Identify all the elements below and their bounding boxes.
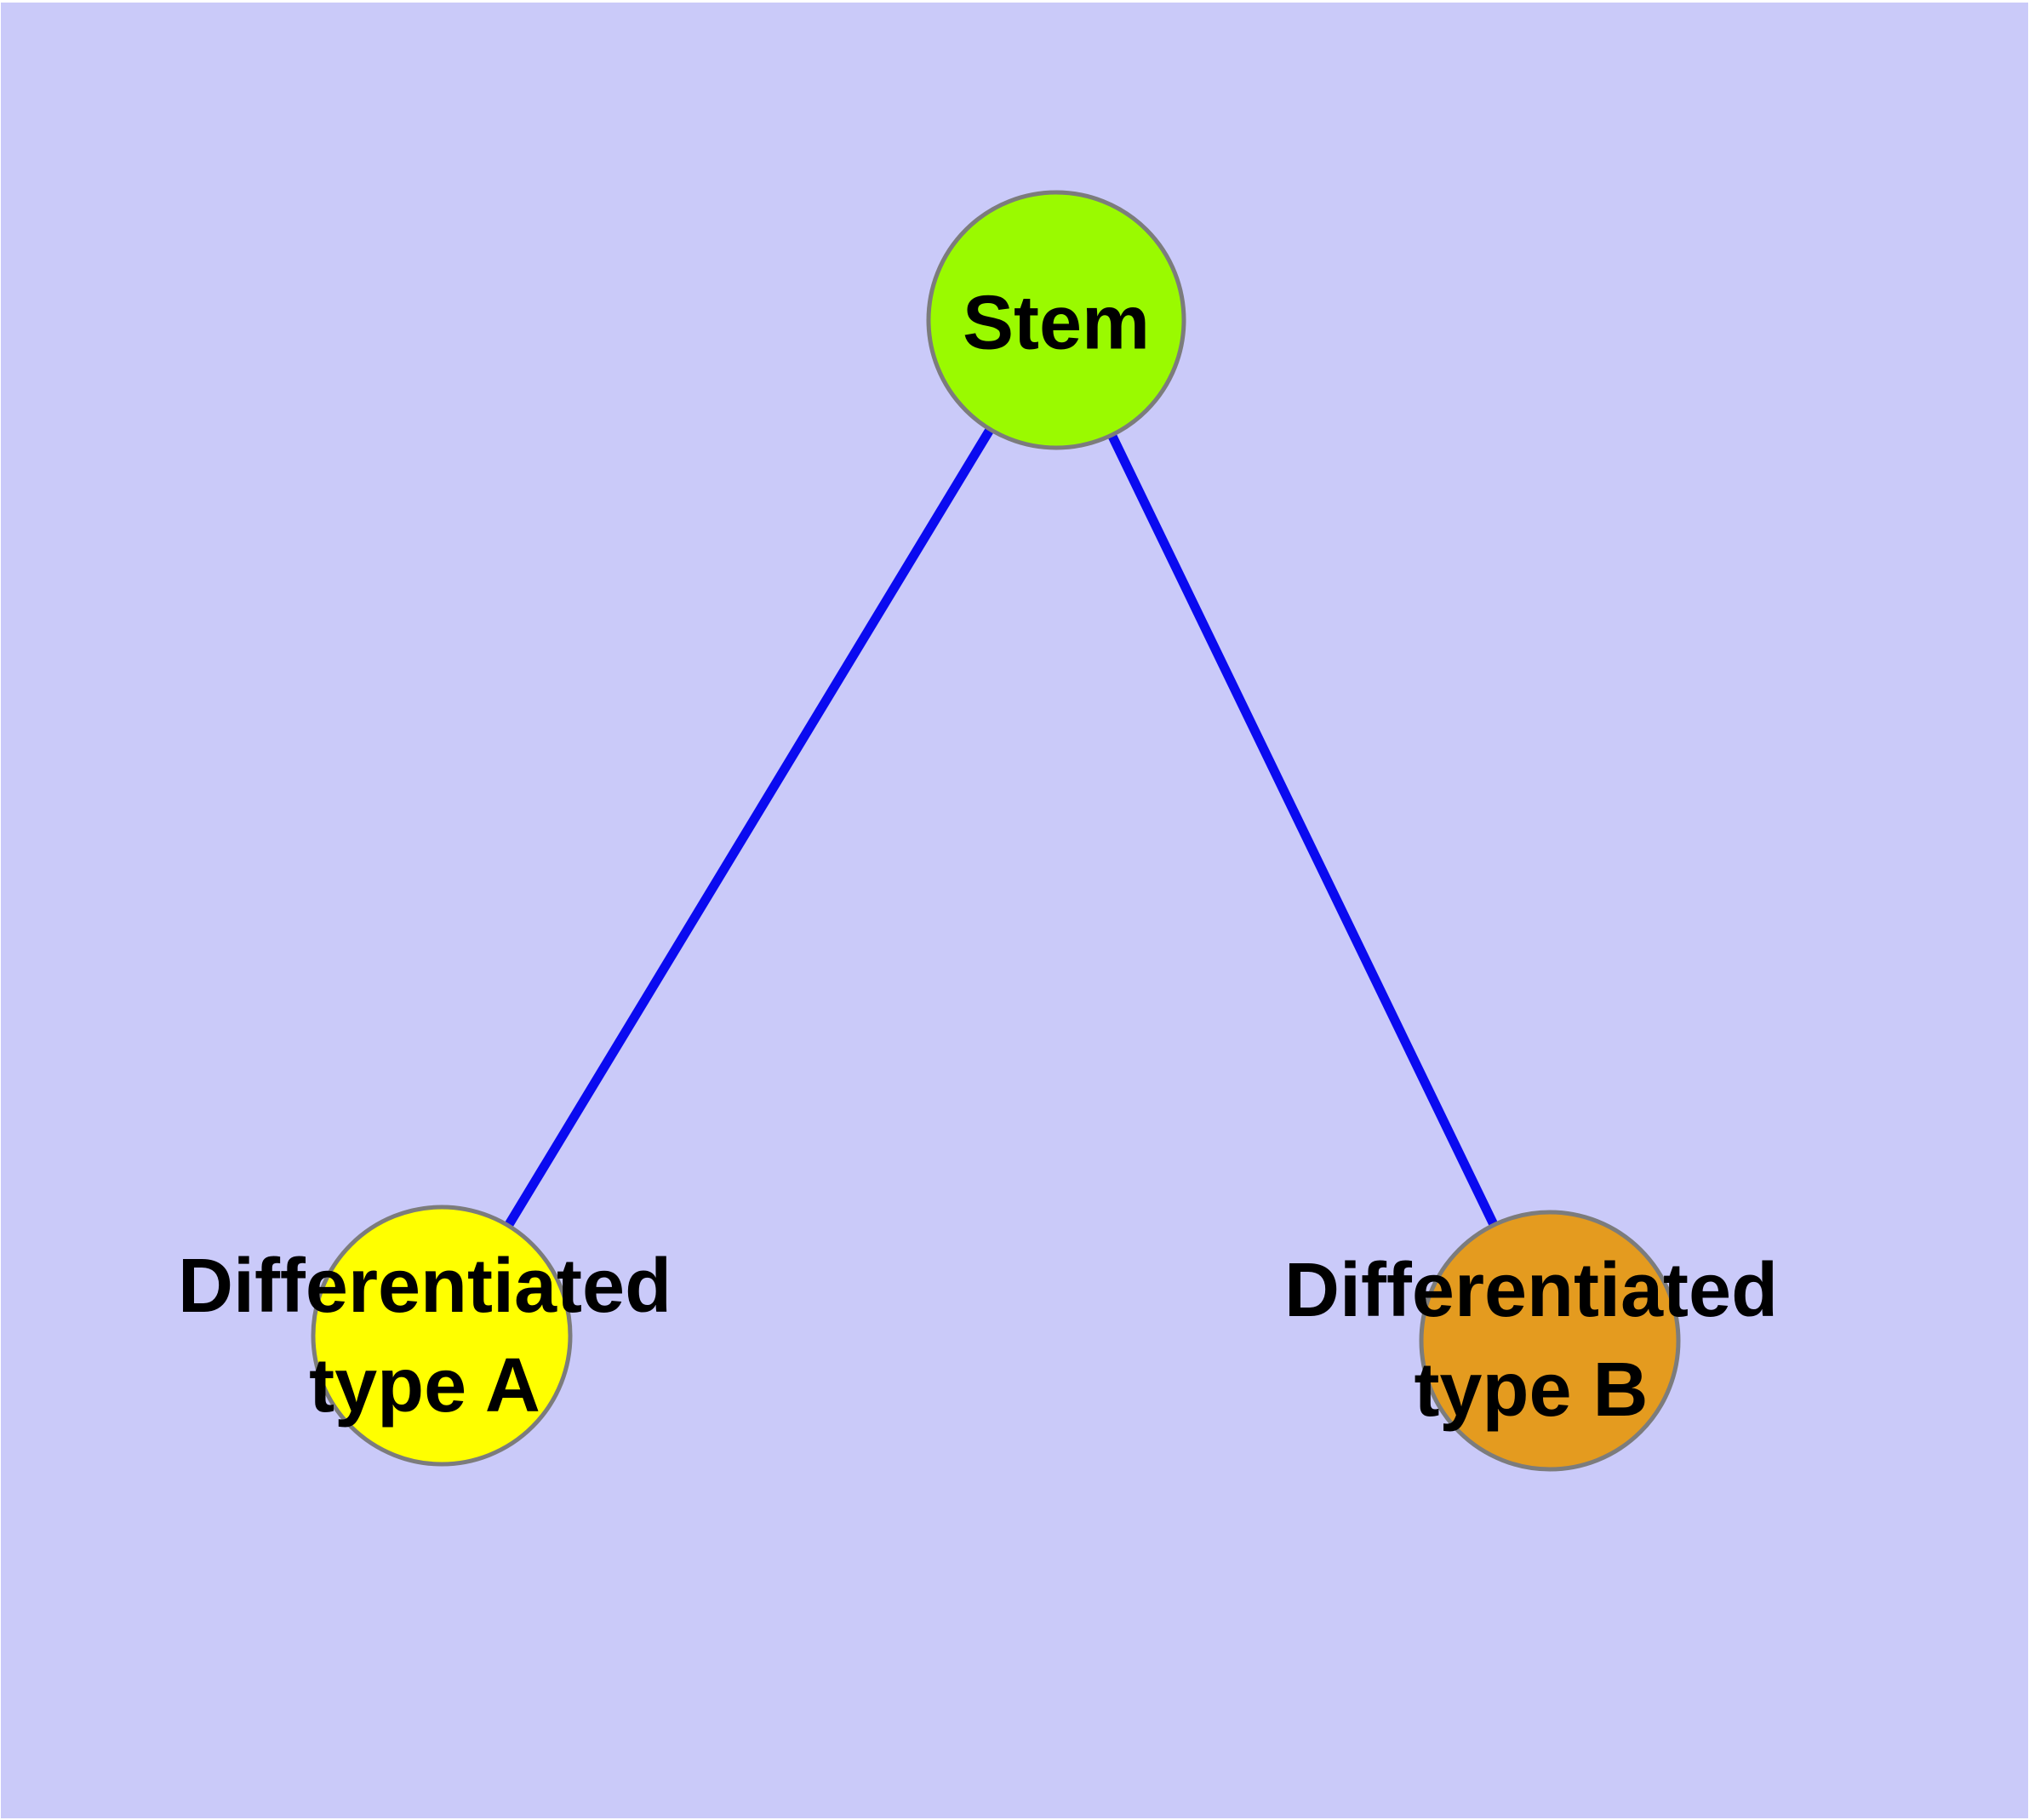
node-layer [311, 190, 1681, 1472]
edge-layer [437, 318, 1554, 1343]
node-diff-a-circle [311, 1205, 573, 1467]
edge-stem-to-diff-a [437, 318, 1060, 1338]
node-diff-b-circle [1419, 1210, 1681, 1472]
edge-stem-to-diff-b [1052, 318, 1554, 1343]
graph-svg [311, 190, 1681, 1472]
node-stem-circle [926, 190, 1186, 450]
